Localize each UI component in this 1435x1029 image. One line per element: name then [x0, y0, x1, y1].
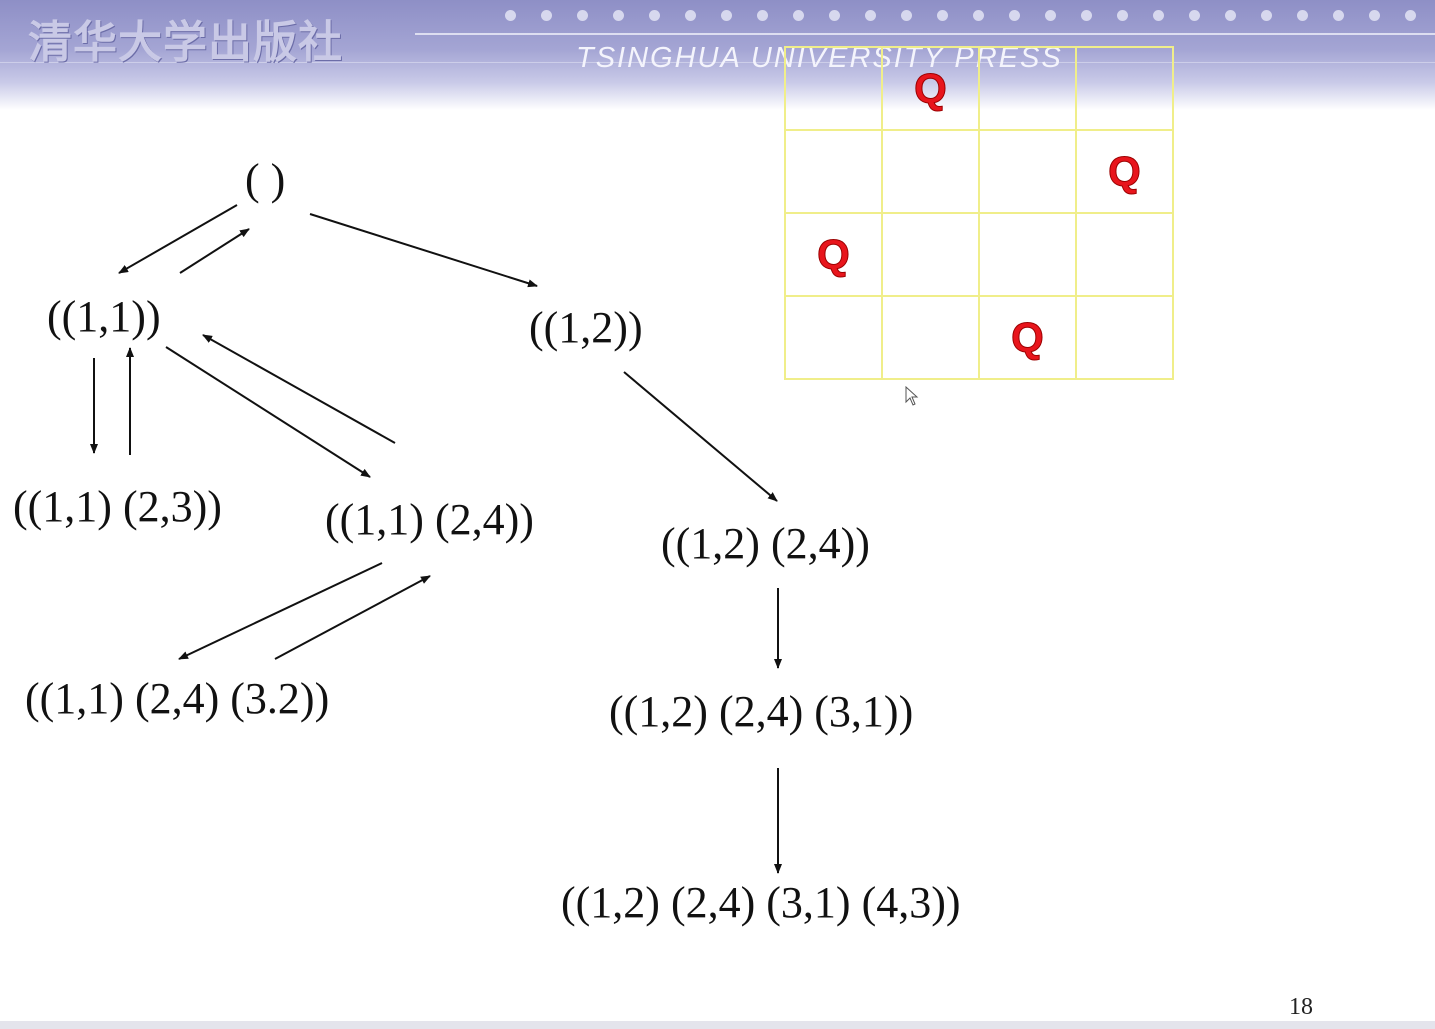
board-cell	[1076, 213, 1173, 296]
slide-footer-bar	[0, 1021, 1435, 1029]
tree-node-n11-24-32: ((1,1) (2,4) (3.2))	[25, 674, 330, 723]
page-number: 18	[1289, 994, 1313, 1020]
board-cell: Q	[1076, 130, 1173, 213]
header-dot	[901, 10, 912, 21]
header-dot	[1189, 10, 1200, 21]
edge-n11-24-32-to-n11-24	[274, 575, 431, 660]
header-dot	[649, 10, 660, 21]
board-cell	[1076, 47, 1173, 130]
header-dot-pattern	[505, 10, 1435, 24]
board-cell	[785, 296, 882, 379]
edge-n11-to-root	[179, 228, 250, 274]
edge-root-to-n12	[309, 213, 538, 288]
header-dot	[937, 10, 948, 21]
header-dot	[1225, 10, 1236, 21]
header-dot	[1333, 10, 1344, 21]
queen-piece: Q	[914, 64, 948, 112]
header-dot	[757, 10, 768, 21]
header-dot	[1153, 10, 1164, 21]
board-cell	[1076, 296, 1173, 379]
board-cell	[979, 130, 1076, 213]
board-cell: Q	[785, 213, 882, 296]
board-cell	[785, 130, 882, 213]
board-cell	[979, 47, 1076, 130]
tree-node-n12-24: ((1,2) (2,4))	[661, 519, 870, 568]
header-dot	[1297, 10, 1308, 21]
mouse-pointer-icon	[905, 386, 919, 406]
edge-n11-24-to-n11-24-32	[178, 562, 383, 660]
header-dot	[505, 10, 516, 21]
header-dot	[1261, 10, 1272, 21]
edge-n11-24-to-n11	[202, 334, 396, 444]
tree-node-root: ( )	[245, 155, 286, 204]
board-cell	[882, 213, 979, 296]
header-dot	[1369, 10, 1380, 21]
board-cell: Q	[979, 296, 1076, 379]
tree-node-n12-24-31: ((1,2) (2,4) (3,1))	[609, 687, 914, 736]
header-dot	[541, 10, 552, 21]
board-cell	[979, 213, 1076, 296]
tree-node-n11: ((1,1))	[47, 292, 161, 341]
header-divider	[415, 33, 1435, 35]
queen-piece: Q	[1108, 147, 1142, 195]
board-cell	[882, 296, 979, 379]
queen-piece: Q	[1011, 313, 1045, 361]
header-dot	[1117, 10, 1128, 21]
board-cell	[785, 47, 882, 130]
header-dot	[1405, 10, 1416, 21]
header-dot	[1081, 10, 1092, 21]
board-cell: Q	[882, 47, 979, 130]
header-dot	[577, 10, 588, 21]
tree-node-n11-24: ((1,1) (2,4))	[325, 495, 534, 544]
header-divider	[0, 62, 1435, 63]
publisher-name-chinese: 清华大学出版社	[28, 17, 343, 68]
header-dot	[721, 10, 732, 21]
header-dot	[613, 10, 624, 21]
header-dot	[685, 10, 696, 21]
header-dot	[865, 10, 876, 21]
edge-n12-to-n12-24	[623, 371, 778, 502]
chess-board-4x4: Q Q Q Q	[784, 46, 1174, 380]
header-dot	[1009, 10, 1020, 21]
edge-n11-to-n11-24	[165, 346, 371, 478]
header-dot	[829, 10, 840, 21]
header-dot	[1045, 10, 1056, 21]
edge-root-to-n11	[118, 204, 238, 274]
tree-node-n11-23: ((1,1) (2,3))	[13, 482, 222, 531]
tree-node-n12-24-31-43: ((1,2) (2,4) (3,1) (4,3))	[561, 878, 961, 927]
header-dot	[793, 10, 804, 21]
queen-piece: Q	[817, 230, 851, 278]
tree-node-n12: ((1,2))	[529, 303, 643, 352]
board-cell	[882, 130, 979, 213]
header-dot	[973, 10, 984, 21]
